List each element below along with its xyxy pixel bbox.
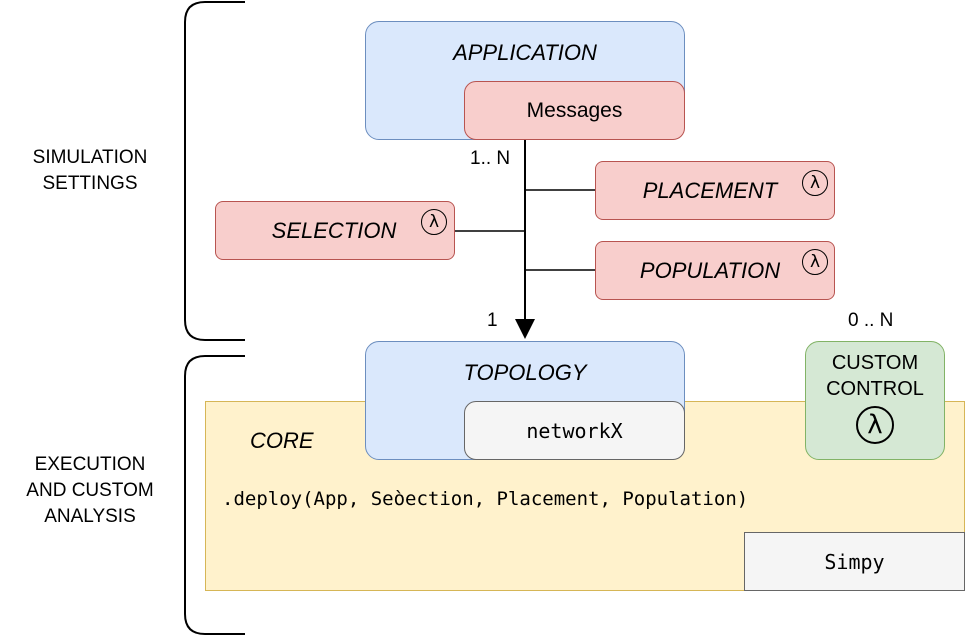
- multiplicity-0-n: 0 .. N: [848, 310, 894, 331]
- multiplicity-1: 1: [487, 310, 498, 331]
- placement-lambda-icon: λ: [802, 170, 828, 196]
- population-box: POPULATION: [595, 241, 835, 300]
- custom-control-label: CUSTOM CONTROL: [826, 352, 924, 400]
- execution-brace: [184, 355, 245, 635]
- messages-label: Messages: [526, 98, 623, 122]
- population-lambda-icon: λ: [802, 249, 828, 275]
- deploy-call: .deploy(App, Seòection, Placement, Popul…: [222, 488, 749, 510]
- simulation-settings-label: SIMULATION SETTINGS: [32, 147, 148, 194]
- selection-lambda-icon: λ: [421, 209, 447, 235]
- simpy-box: Simpy: [744, 532, 965, 591]
- topology-label: TOPOLOGY: [463, 360, 587, 385]
- multiplicity-1-n: 1.. N: [470, 148, 511, 169]
- networkx-box: networkX: [464, 401, 685, 460]
- simulation-settings-brace: [184, 1, 245, 341]
- placement-box: PLACEMENT: [595, 161, 835, 220]
- messages-box: Messages: [464, 81, 685, 140]
- population-label: POPULATION: [639, 257, 781, 283]
- custom-control-lambda-icon: λ: [856, 406, 894, 444]
- placement-label: PLACEMENT: [642, 177, 778, 203]
- selection-box: SELECTION: [215, 201, 455, 260]
- selection-label: SELECTION: [271, 217, 397, 243]
- application-label: APPLICATION: [453, 40, 597, 65]
- networkx-label: networkX: [526, 418, 623, 443]
- core-label: CORE: [250, 428, 314, 453]
- execution-analysis-label: EXECUTION AND CUSTOM ANALYSIS: [26, 454, 154, 527]
